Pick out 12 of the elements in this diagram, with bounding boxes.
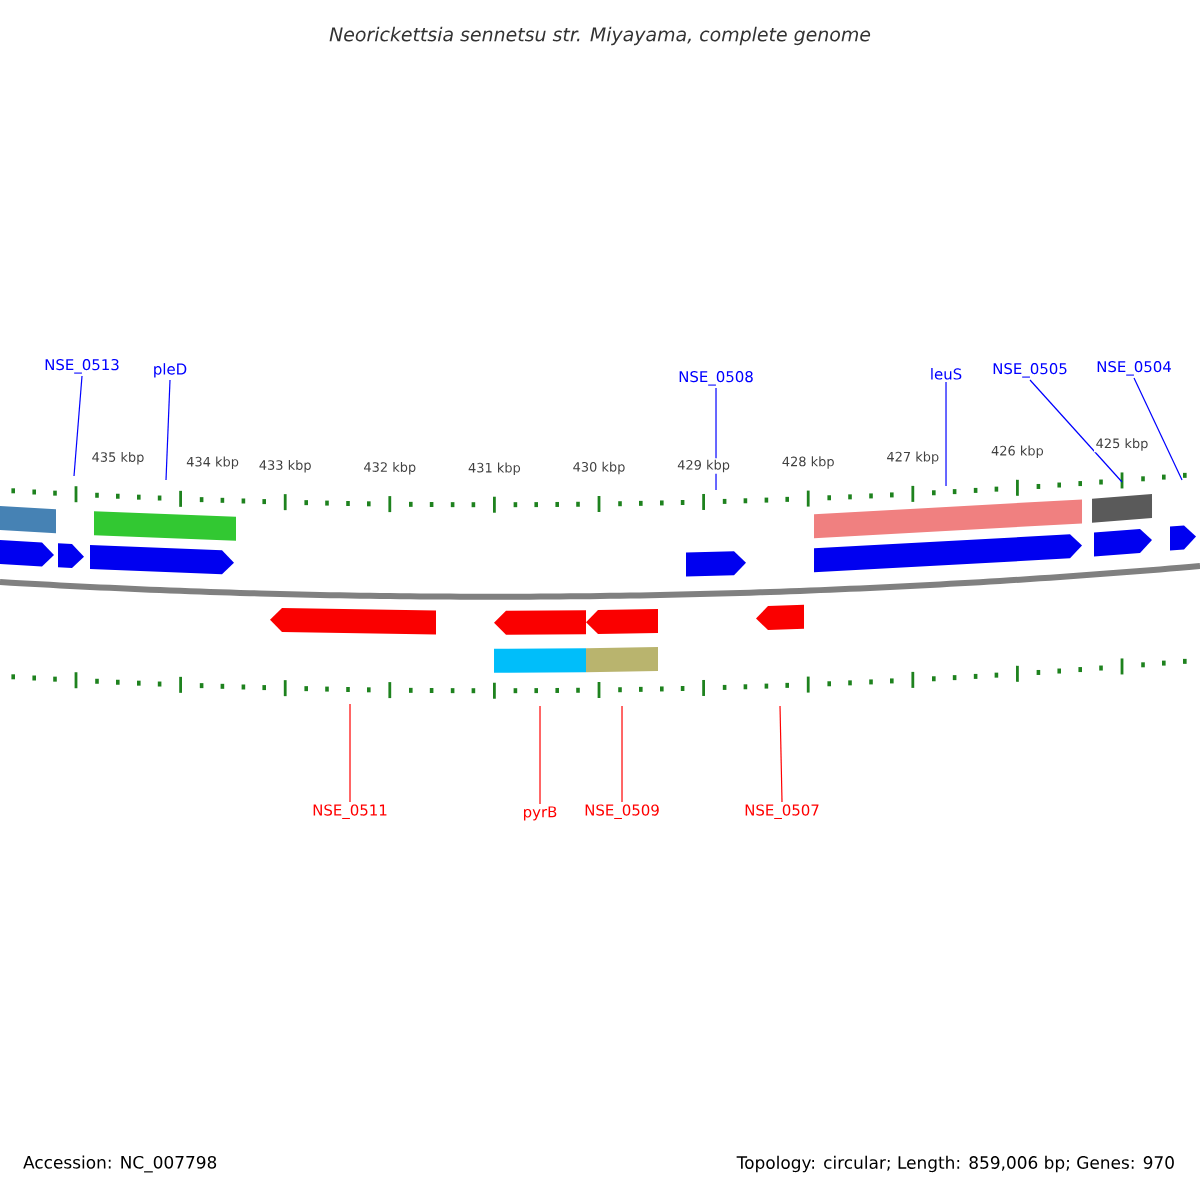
leader-line <box>349 703 351 803</box>
footer-text: Topology: circular; Length: 859,006 bp; Genes: 970 <box>736 1155 1174 1173</box>
leader-line <box>1029 379 1123 483</box>
leader-line <box>779 705 783 803</box>
leader-line <box>945 381 947 487</box>
leader-line <box>73 375 83 477</box>
leader-line <box>621 705 623 803</box>
leader-line <box>539 705 541 805</box>
leader-line <box>1133 377 1183 481</box>
title: Neorickettsia sennetsu str. Miyayama, complete genome <box>329 26 871 46</box>
leader-line <box>165 379 171 481</box>
footer-text: Accession: NC_007798 <box>23 1155 217 1173</box>
